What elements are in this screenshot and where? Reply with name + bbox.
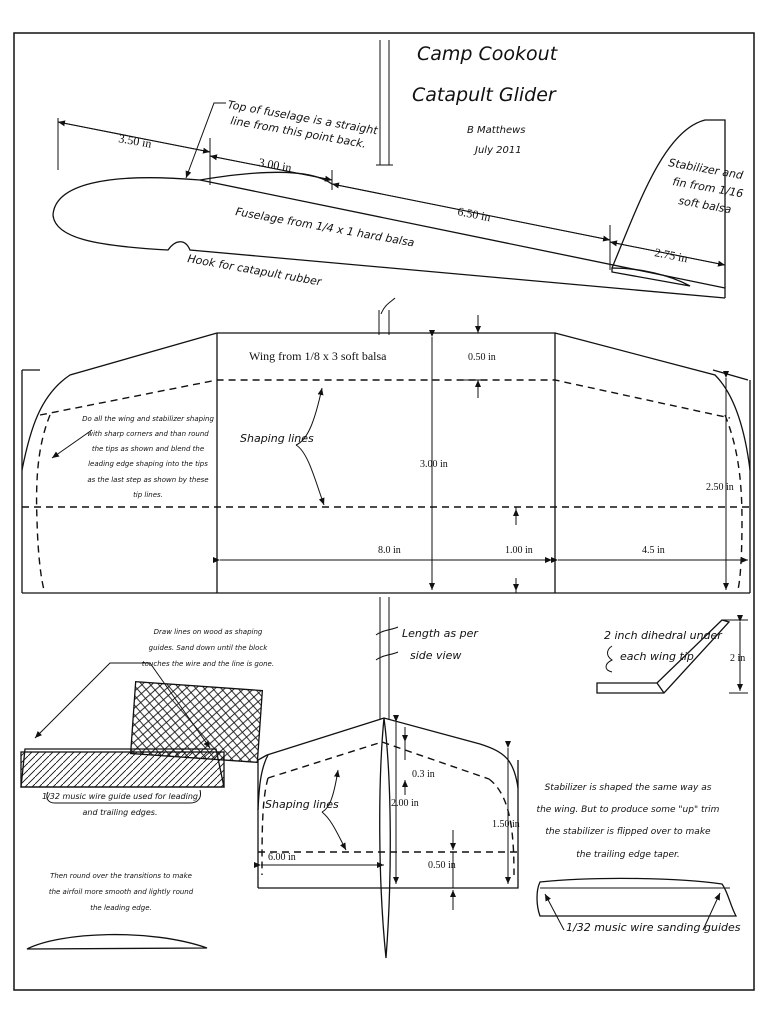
- stabilizer-plan-view: [257, 717, 519, 959]
- stab-dim-0-3-in: 0.3 in: [412, 769, 435, 780]
- stab-note-line-3: soft balsa: [677, 194, 732, 216]
- round-over-note: Then round over the transitions to make: [50, 872, 192, 880]
- stab-dim-0-50-in: 0.50 in: [428, 860, 456, 871]
- stab-note-line: Stabilizer is shaped the same way as: [545, 783, 712, 793]
- dim-3-50-in: 3.50 in: [117, 131, 152, 151]
- wing-note-line: leading edge shaping into the tips: [88, 460, 208, 468]
- stab-note-line: the stabilizer is flipped over to make: [545, 827, 711, 837]
- title-line-2: Catapult Glider: [412, 84, 557, 106]
- draw-lines-note: touches the wire and the line is gone.: [142, 660, 274, 668]
- wing-note-line: tip lines.: [133, 491, 163, 499]
- title-line-1: Camp Cookout: [417, 43, 559, 65]
- wing-note-line: as the last step as shown by these: [87, 476, 208, 484]
- wing-dim-8-0-in: 8.0 in: [378, 545, 401, 556]
- round-over-note: the airfoil more smooth and lightly roun…: [49, 888, 194, 896]
- dim-2-75-in: 2.75 in: [653, 245, 688, 265]
- dim-3-00-in: 3.00 in: [257, 155, 292, 175]
- dihedral-line-2: each wing tip: [620, 650, 694, 663]
- wing-dim-0-50-in: 0.50 in: [468, 352, 496, 363]
- fuselage-side-view: [52, 119, 726, 299]
- wing-note-line: Do all the wing and stabilizer shaping: [82, 415, 214, 423]
- wing-dim-4-5-in: 4.5 in: [642, 545, 665, 556]
- wing-note: Do all the wing and stabilizer shaping w…: [82, 415, 214, 499]
- stab-dim-2-00-in: 2.00 in: [391, 798, 419, 809]
- wing-dim-2-50-in: 2.50 in: [706, 482, 734, 493]
- author-name: B Matthews: [467, 125, 526, 136]
- finished-airfoil: [26, 933, 208, 950]
- dim-6-50-in: 6.50 in: [456, 204, 491, 224]
- stabilizer-fin-section: [379, 717, 391, 959]
- draw-lines-note: guides. Sand down until the block: [149, 644, 269, 652]
- wing-note-line: the tips as shown and blend the: [92, 445, 204, 453]
- stab-note-line: the trailing edge taper.: [576, 850, 680, 860]
- wing-shaping-label: Shaping lines: [240, 432, 314, 445]
- stab-shaping-label: Shaping lines: [265, 798, 339, 811]
- length-note-line-1: Length as per: [402, 627, 479, 640]
- tail-fin: [611, 119, 726, 288]
- wire-guide-line-2: and trailing edges.: [83, 808, 158, 817]
- dihedral-line-1: 2 inch dihedral under: [604, 629, 723, 642]
- stab-note-line: the wing. But to produce some "up" trim: [537, 805, 720, 815]
- fuselage-label: Fuselage from 1/4 x 1 hard balsa: [234, 205, 415, 249]
- stab-taper-sketch: [536, 877, 738, 917]
- page-border: [13, 32, 755, 991]
- wing-note-line: with sharp corners and than round: [87, 430, 209, 438]
- round-over-note: the leading edge.: [90, 904, 151, 912]
- sanding-guides-label: 1/32 music wire sanding guides: [566, 921, 741, 934]
- wing-dim-1-00-in: 1.00 in: [505, 545, 533, 556]
- stab-dim-1-50-in: 1.50 in: [492, 819, 520, 830]
- wing-label: Wing from 1/8 x 3 soft balsa: [249, 349, 387, 363]
- balsa-stock-section: [20, 751, 225, 788]
- author-date: July 2011: [473, 145, 522, 156]
- hook-label: Hook for catapult rubber: [186, 252, 323, 289]
- dihedral-sketch: [596, 619, 731, 694]
- wing-dim-3-00-in: 3.00 in: [420, 459, 448, 470]
- wire-guide-line-1: 1/32 music wire guide used for leading: [42, 792, 198, 801]
- dihedral-dim-2-in: 2 in: [730, 653, 745, 664]
- draw-lines-note: Draw lines on wood as shaping: [154, 628, 263, 636]
- stab-dim-6-00-in: 6.00 in: [268, 852, 296, 863]
- length-note-line-2: side view: [410, 649, 461, 662]
- wing-plan-view: [21, 332, 751, 594]
- sanding-block: [129, 680, 264, 764]
